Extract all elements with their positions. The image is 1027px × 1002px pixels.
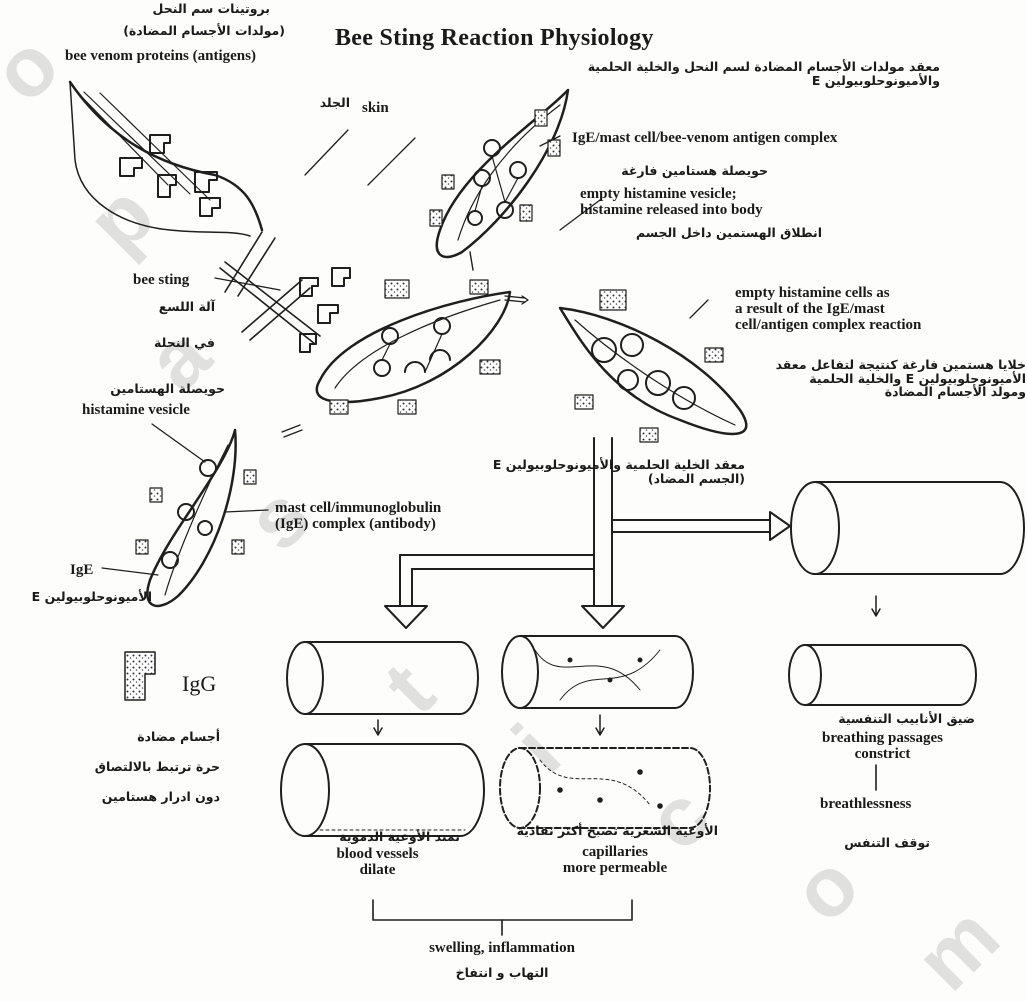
mast-cell-empty-right	[560, 290, 746, 442]
empty-cells-label-ar: خلايا هستمين فارغة كنتيجة لتفاعل معقد ال…	[738, 358, 1026, 399]
page-title: Bee Sting Reaction Physiology	[335, 26, 654, 52]
cylinder-vessel-normal	[287, 642, 478, 714]
histamine-vesicle-label-ar: حويصلة الهستامين	[55, 382, 225, 396]
capillaries-label-en: capillaries more permeable	[515, 844, 715, 876]
igg-label-en: IgG	[182, 672, 216, 696]
skin-label-en: skin	[362, 100, 389, 116]
dilate-label-ar: تمتد الأوعية الدموية	[290, 830, 460, 844]
venom-label-ar-2: (مولدات الأجسام المضادة)	[60, 24, 285, 38]
mast-cell-complex-top	[430, 90, 568, 270]
capillaries-label-ar: الأوعية الشعرية تصبح أكثر نفاذية	[488, 824, 718, 838]
mast-cell-lower-left	[136, 430, 256, 606]
breathing-label-ar: ضيق الأنابيب التنفسية	[790, 712, 975, 726]
mast-cell-center	[317, 280, 510, 414]
histamine-released-label-ar: انطلاق الهستمين داخل الجسم	[592, 226, 822, 240]
bee-sting-label-ar-2: في النحلة	[140, 336, 215, 350]
cylinder-vessel-dilated	[281, 744, 484, 836]
released-antigen-blocks	[300, 268, 350, 352]
igg-symbol	[125, 652, 155, 700]
venom-protein-blocks	[120, 135, 220, 216]
breathlessness-label-ar: توقف التنفس	[820, 836, 930, 850]
bee-sting-label-ar-1: آلة اللسع	[145, 300, 215, 314]
ige-label-ar: الأميونوحلوبيولين E	[2, 590, 152, 604]
igg-label-ar: أجسام مضادة حرة ترتبط بالالتصاق دون ادرا…	[60, 722, 220, 812]
empty-vesicle-label-en: empty histamine vesicle; histamine relea…	[580, 186, 763, 218]
histamine-vesicle-label-en: histamine vesicle	[82, 402, 190, 418]
complex-top-label-ar: معقد مولدات الأجسام المضادة لسم النحل وا…	[580, 60, 940, 87]
cylinder-airway-constricted	[789, 645, 976, 705]
mast-complex-label-en: mast cell/immunoglobulin (IgE) complex (…	[275, 500, 441, 532]
dilate-label-en: blood vessels dilate	[295, 846, 460, 878]
bee-sting-label-en: bee sting	[133, 272, 189, 288]
cylinder-capillary-permeable	[500, 748, 710, 828]
complex-top-label-en: IgE/mast cell/bee-venom antigen complex	[572, 130, 837, 146]
venom-label-en: bee venom proteins (antigens)	[65, 48, 256, 64]
mast-complex-label-ar: معقد الخلية الحلمية والأميونوحلوبيولين E…	[440, 458, 745, 485]
skin-flap	[70, 82, 262, 236]
ige-label-en: IgE	[70, 562, 93, 578]
swelling-label-en: swelling, inflammation	[382, 940, 622, 956]
empty-vesicle-label-ar: حويصلة هستامين فارغة	[618, 164, 768, 178]
breathlessness-label-en: breathlessness	[820, 796, 911, 812]
swelling-label-ar: التهاب و انتفاخ	[402, 966, 602, 980]
empty-cells-label-en: empty histamine cells as a result of the…	[735, 285, 921, 334]
breathing-label-en: breathing passages constrict	[790, 730, 975, 762]
cylinder-airway-normal	[791, 482, 1024, 574]
venom-label-ar-1: بروتينات سم النحل	[95, 2, 270, 16]
skin-label-ar: الجلد	[290, 96, 350, 110]
cylinder-capillary-normal	[502, 636, 693, 708]
